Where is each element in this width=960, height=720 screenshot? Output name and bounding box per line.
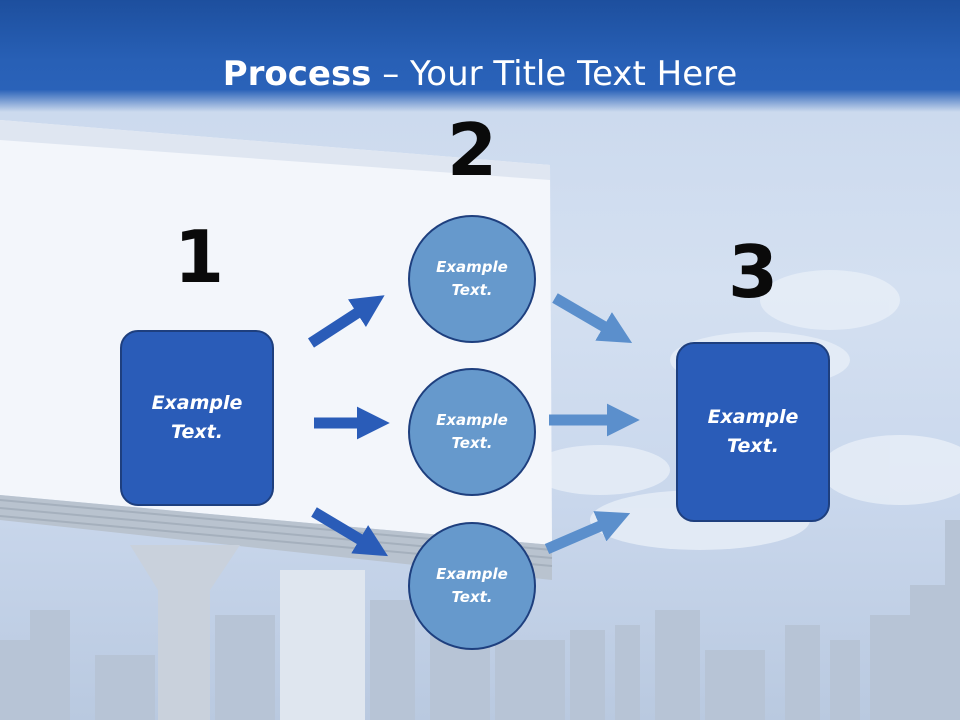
step-3-label: Example Text.	[707, 406, 799, 457]
step-number-3: 3	[727, 230, 779, 314]
step-2-circle-bottom[interactable]: Example Text.	[408, 522, 536, 650]
step-number-1: 1	[173, 215, 225, 299]
title-rest: – Your Title Text Here	[371, 54, 738, 94]
arrow-1-to-2-top	[308, 295, 385, 348]
step-1-label: Example Text.	[151, 392, 243, 443]
step-2-circle-top[interactable]: Example Text.	[408, 215, 536, 343]
arrow-2-top-to-3	[552, 293, 633, 343]
step-2-circle-middle-label: Example Text.	[436, 411, 508, 452]
step-2-circle-top-label: Example Text.	[436, 258, 508, 299]
header-band	[0, 0, 960, 112]
step-3-box[interactable]: Example Text.	[676, 342, 830, 522]
arrow-1-to-2-bottom	[311, 507, 389, 557]
step-number-2: 2	[446, 108, 498, 192]
arrow-2-bottom-to-3	[544, 511, 631, 555]
slide-title: Process – Your Title Text Here	[0, 52, 960, 96]
step-1-box[interactable]: Example Text.	[120, 330, 274, 506]
title-bold: Process	[222, 54, 372, 94]
step-2-circle-middle[interactable]: Example Text.	[408, 368, 536, 496]
step-2-circle-bottom-label: Example Text.	[436, 565, 508, 606]
